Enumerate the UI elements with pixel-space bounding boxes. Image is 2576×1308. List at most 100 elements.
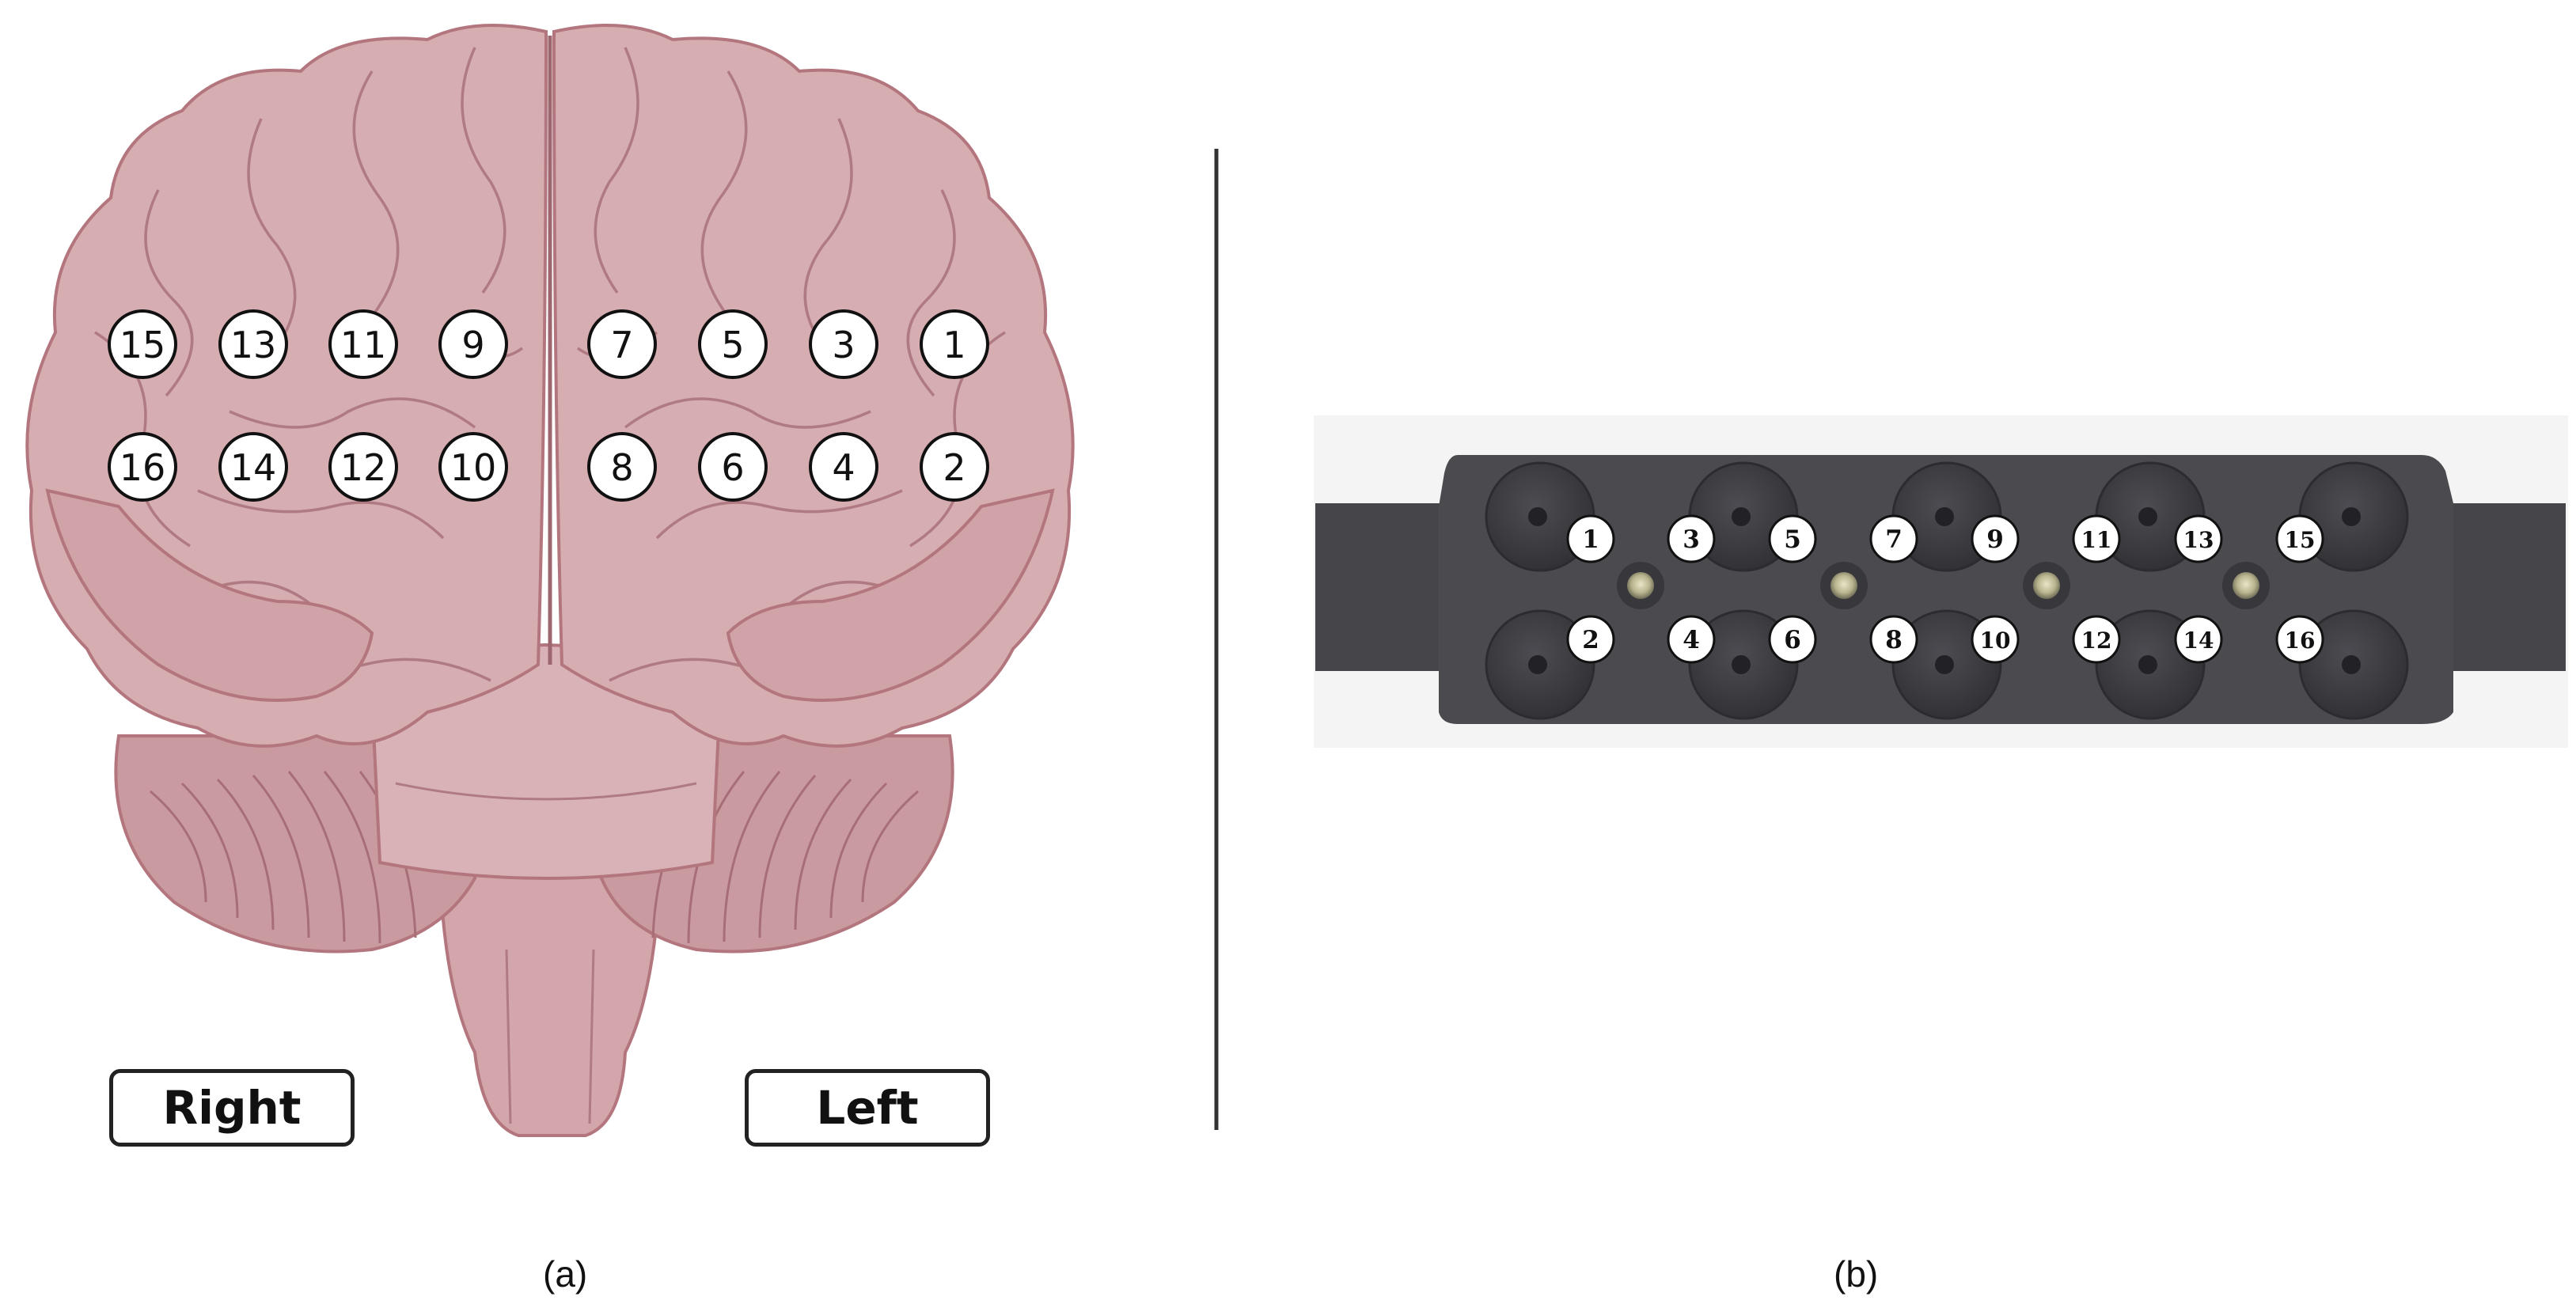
- optode-hole: [1935, 655, 1954, 674]
- optode-hole: [2342, 507, 2361, 526]
- channel-circle: [108, 432, 177, 502]
- optode-hole: [1528, 507, 1547, 526]
- device-channel-12: 12: [2072, 615, 2121, 664]
- channel-label: 6: [1784, 626, 1801, 654]
- channel-circle: [108, 309, 177, 379]
- brain-channel-3: 3: [809, 309, 878, 379]
- channel-circle: [2174, 514, 2223, 563]
- channel-label: 11: [2081, 527, 2112, 553]
- brain-channel-6: 6: [698, 432, 768, 502]
- detector-lens: [1627, 572, 1654, 599]
- channel-circle: [1869, 615, 1918, 664]
- optode-hole: [2138, 655, 2157, 674]
- channel-circle: [809, 309, 878, 379]
- device-channel-11: 11: [2072, 514, 2121, 563]
- channel-label: 3: [1683, 525, 1700, 554]
- detector-lens: [2233, 572, 2259, 599]
- channel-label: 4: [1683, 626, 1700, 654]
- channel-label: 8: [1885, 626, 1903, 654]
- channel-label: 11: [340, 324, 387, 366]
- optode-hole: [2138, 507, 2157, 526]
- device-channel-2: 2: [1566, 615, 1615, 664]
- device-channel-3: 3: [1667, 514, 1716, 563]
- right-side-label: Right: [109, 1069, 355, 1147]
- channel-circle: [2072, 615, 2121, 664]
- channel-label: 13: [230, 324, 277, 366]
- channel-circle: [1566, 615, 1615, 664]
- channel-circle: [1768, 615, 1817, 664]
- optode-hole: [1935, 507, 1954, 526]
- channel-label: 16: [2285, 627, 2316, 654]
- channel-label: 14: [230, 446, 277, 489]
- caption-a: (a): [543, 1253, 588, 1295]
- brain-channel-12: 12: [328, 432, 398, 502]
- brainstem: [437, 853, 663, 1137]
- optode-hole: [1732, 655, 1751, 674]
- detector-lens: [2033, 572, 2060, 599]
- channel-label: 1: [1582, 525, 1599, 554]
- brain-channel-16: 16: [108, 432, 177, 502]
- channel-label: 7: [1885, 525, 1903, 554]
- channel-label: 12: [340, 446, 387, 489]
- device-channel-8: 8: [1869, 615, 1918, 664]
- channel-label: 13: [2183, 527, 2214, 553]
- detector-lens: [1831, 572, 1857, 599]
- channel-label: 3: [832, 324, 855, 366]
- channel-circle: [1566, 514, 1615, 563]
- channel-label: 5: [721, 324, 744, 366]
- channel-label: 10: [1980, 627, 2011, 654]
- channel-label: 5: [1784, 525, 1801, 554]
- brain-channel-2: 2: [920, 432, 989, 502]
- optode-hole: [1732, 507, 1751, 526]
- left-side-label: Left: [745, 1069, 990, 1147]
- device-channel-16: 16: [2275, 615, 2324, 664]
- brain-channel-10: 10: [438, 432, 508, 502]
- device-channel-6: 6: [1768, 615, 1817, 664]
- channel-circle: [328, 432, 398, 502]
- brain-channel-9: 9: [438, 309, 508, 379]
- channel-circle: [1667, 615, 1716, 664]
- brain-illustration: [25, 24, 1075, 1137]
- channel-circle: [2072, 514, 2121, 563]
- brain-channel-15: 15: [108, 309, 177, 379]
- channel-label: 15: [2285, 527, 2316, 553]
- channel-circle: [587, 309, 657, 379]
- device-channel-15: 15: [2275, 514, 2324, 563]
- brain-channel-14: 14: [218, 432, 288, 502]
- channel-circle: [698, 309, 768, 379]
- cerebellum-folia: [150, 771, 919, 944]
- channel-label: 4: [832, 446, 855, 489]
- channel-label: 15: [120, 324, 166, 366]
- channel-circle: [1869, 514, 1918, 563]
- channel-circle: [2275, 615, 2324, 664]
- channel-circle: [328, 309, 398, 379]
- channel-label: 1: [943, 324, 966, 366]
- device-channel-14: 14: [2174, 615, 2223, 664]
- channel-label: 7: [610, 324, 633, 366]
- channel-circle: [1971, 514, 2020, 563]
- channel-circle: [218, 432, 288, 502]
- channel-circle: [1667, 514, 1716, 563]
- channel-label: 12: [2081, 627, 2112, 654]
- device-channel-9: 9: [1971, 514, 2020, 563]
- brain-channel-8: 8: [587, 432, 657, 502]
- channel-label: 9: [461, 324, 484, 366]
- channel-circle: [2174, 615, 2223, 664]
- channel-circle: [218, 309, 288, 379]
- optode-hole: [2342, 655, 2361, 674]
- channel-circle: [2275, 514, 2324, 563]
- channel-circle: [1768, 514, 1817, 563]
- caption-b: (b): [1834, 1253, 1879, 1295]
- device-channel-1: 1: [1566, 514, 1615, 563]
- channel-circle: [438, 309, 508, 379]
- brain-channel-5: 5: [698, 309, 768, 379]
- channel-label: 2: [943, 446, 966, 489]
- channel-circle: [809, 432, 878, 502]
- channel-label: 16: [120, 446, 166, 489]
- device-channel-13: 13: [2174, 514, 2223, 563]
- channel-label: 14: [2183, 627, 2214, 654]
- channel-circle: [438, 432, 508, 502]
